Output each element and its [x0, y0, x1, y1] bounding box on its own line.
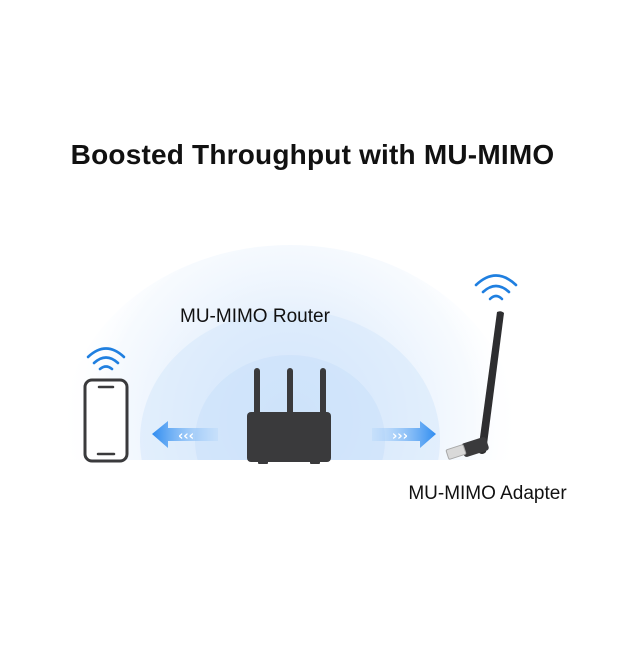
- usb-wifi-adapter-icon: [445, 311, 504, 460]
- coverage-halo: [60, 245, 520, 460]
- router-icon: [247, 368, 331, 464]
- arrow-right-chevrons: ›››: [392, 429, 408, 444]
- arrow-to-adapter: ›››: [372, 421, 436, 448]
- smartphone-icon: [83, 378, 129, 463]
- adapter-label: MU-MIMO Adapter: [408, 483, 567, 504]
- arrow-left-chevrons: ‹‹‹: [178, 429, 194, 444]
- wifi-icon: [474, 274, 518, 301]
- wifi-icon: [86, 347, 126, 371]
- router-label: MU-MIMO Router: [180, 306, 330, 327]
- page-title: Boosted Throughput with MU-MIMO: [70, 139, 555, 170]
- arrow-to-phone: ‹‹‹: [152, 421, 218, 448]
